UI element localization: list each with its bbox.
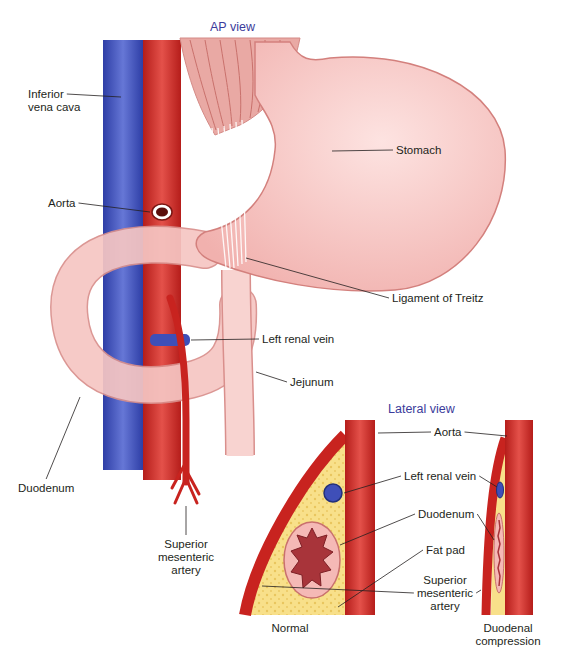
compressed-sma [486,438,505,615]
duodenum-drawing [69,245,238,385]
part-name: Jejunum [290,376,333,389]
label-text: Duodenum [18,482,74,494]
label-text: Fat pad [426,544,465,556]
label-text: Aorta [48,197,76,209]
duodenum [69,245,238,385]
part-name: Stomach [396,144,441,157]
superior-mesenteric-artery [170,298,199,503]
leader-line [262,586,414,593]
part-name: Left renal vein [262,333,334,346]
leader-line [67,94,121,97]
compressed-duodenum [494,513,504,593]
part-name: Left renal vein [404,470,476,483]
leader-line [378,432,431,433]
part-name: Inferior vena cava [28,88,88,114]
leader-line [191,339,259,340]
duodenum-outline [69,245,238,385]
leader-line [79,203,151,212]
label-text: Left renal vein [404,470,476,482]
leader-lines [46,94,507,607]
compressed-left-renal-vein [497,482,504,498]
part-name: Fat pad [426,544,465,557]
label-text: Left renal vein [262,333,334,345]
view-title: AP view [210,20,255,35]
jejunum [236,270,240,456]
part-name: Aorta [434,426,462,439]
leader-line [340,514,415,545]
view-title: Lateral view [388,402,455,417]
leader-line [477,514,494,540]
leader-line [465,432,508,436]
leader-line [186,506,187,535]
lateral-sma [245,435,345,615]
label-text: Aorta [434,426,462,438]
part-name: Superior mesenteric artery [146,538,226,577]
label-text: Jejunum [290,376,333,388]
lateral-left-renal-vein [324,484,342,502]
stomach [196,42,505,291]
fat-pad [245,438,345,615]
label-text: Lateral view [388,402,455,416]
leader-line [338,550,423,607]
label-text: AP view [210,20,255,34]
part-name: Aorta [48,197,76,210]
leader-line [332,150,393,151]
leader-line [344,476,401,493]
compressed-aorta [505,420,533,615]
label-text: Stomach [396,144,441,156]
label-text: Normal [271,622,308,634]
part-name: Superior mesenteric artery [408,574,482,613]
lateral-duodenum [284,522,340,598]
label-text: Superior mesenteric artery [417,574,473,612]
leader-line [246,258,389,298]
leader-line [476,590,481,593]
label-text: Duodenal compression [475,622,540,647]
part-name: Duodenum [418,508,474,521]
panel-caption: Duodenal compression [463,622,553,648]
leader-line [479,476,497,487]
ligament-of-treitz [212,120,246,268]
label-text: Duodenum [418,508,474,520]
duodenal-lumen [291,528,333,588]
label-text: Superior mesenteric artery [158,538,214,576]
part-name: Duodenum [18,482,74,495]
leader-line [256,372,287,382]
aorta-opening [152,204,172,220]
leader-line [46,397,80,479]
jejunum-outline [236,270,240,455]
part-name: Ligament of Treitz [392,292,483,305]
artery-branches [172,462,199,503]
jejunum-drawing [236,270,240,456]
compressed-lumen [498,520,500,586]
panel-caption: Normal [250,622,330,635]
lateral-aorta [345,420,375,615]
label-text: Inferior vena cava [28,88,80,113]
artery [170,298,186,482]
aorta-lumen [156,208,168,217]
label-text: Ligament of Treitz [392,292,483,304]
